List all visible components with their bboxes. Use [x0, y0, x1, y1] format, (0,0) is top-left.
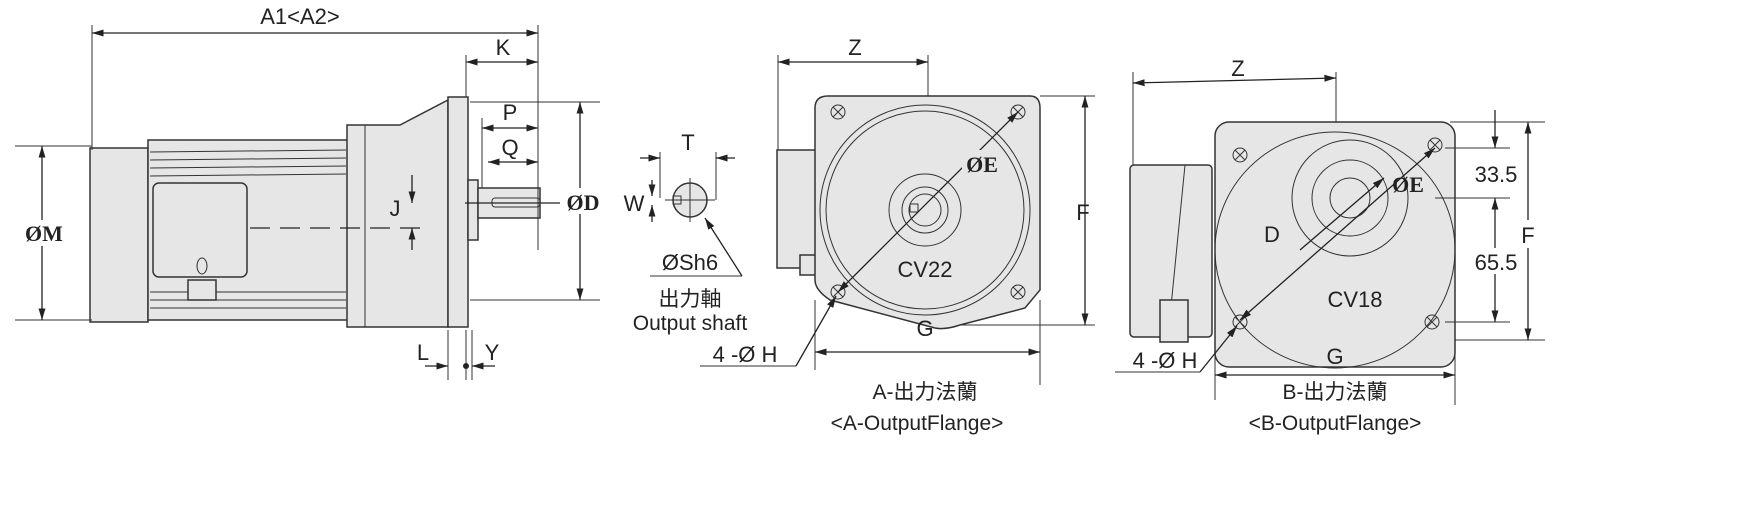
dim-65-5: 65.5 — [1475, 250, 1518, 275]
terminal-box — [152, 182, 248, 278]
dim-e-a: ØE — [966, 152, 998, 177]
flange-a-plate — [814, 95, 1041, 330]
dim-w: W — [624, 191, 645, 216]
dim-f-b: F — [1521, 223, 1534, 248]
dim-e-b: ØE — [1392, 172, 1424, 197]
dim-z-a: Z — [848, 35, 861, 60]
flange-a-caption-cn: A-出力法蘭 — [873, 381, 978, 404]
dim-y: Y — [485, 340, 500, 365]
shaft-caption-cn: 出力軸 — [659, 288, 722, 311]
motor-end-cap — [89, 147, 149, 323]
model-cv18: CV18 — [1327, 287, 1382, 312]
dim-motor-dia: ØM — [25, 221, 63, 246]
terminal-screw — [196, 257, 208, 275]
flange-spigot — [467, 179, 479, 241]
flange-a-view: ØE CV22 Z F G 4 -Ø H A-出力法蘭 <A-OutputFla… — [700, 35, 1095, 435]
flange-b-view: ØE D CV18 Z 33.5 65.5 F G 4 -Ø H B-出力法蘭 … — [1115, 56, 1545, 435]
dim-j: J — [390, 196, 401, 221]
holes-b: 4 -Ø H — [1133, 348, 1198, 373]
motor-box-a — [776, 149, 818, 269]
side-view: A1<A2> K P Q ØD ØM J L Y — [15, 4, 604, 380]
dim-g-a: G — [916, 316, 933, 341]
dim-g-b: G — [1326, 344, 1343, 369]
cable-gland — [187, 279, 217, 301]
dim-l: L — [417, 340, 429, 365]
dim-z-b: Z — [1231, 56, 1244, 81]
dim-f-a: F — [1076, 200, 1089, 225]
flange-b-plate — [1214, 121, 1456, 368]
holes-a: 4 -Ø H — [713, 342, 778, 367]
dim-q: Q — [501, 135, 518, 160]
shaft-section: T W ØSh6 出力軸 Output shaft — [624, 130, 748, 335]
model-cv22: CV22 — [897, 257, 952, 282]
dim-sh6: ØSh6 — [662, 250, 718, 275]
dim-p: P — [503, 100, 518, 125]
flange-b-caption-cn: B-出力法蘭 — [1283, 381, 1388, 404]
dim-shaft-dia: ØD — [567, 190, 600, 215]
flange-a-caption-en: <A-OutputFlange> — [831, 412, 1004, 435]
fin-lines — [149, 149, 347, 309]
dim-d-b: D — [1264, 222, 1280, 247]
shaft-caption-en: Output shaft — [633, 312, 748, 335]
dim-33-5: 33.5 — [1475, 162, 1518, 187]
dim-k: K — [496, 35, 511, 60]
flange-plate — [447, 96, 469, 328]
dim-a1-a2: A1<A2> — [260, 4, 340, 29]
dim-t: T — [681, 130, 694, 155]
flange-b-caption-en: <B-OutputFlange> — [1249, 412, 1422, 435]
